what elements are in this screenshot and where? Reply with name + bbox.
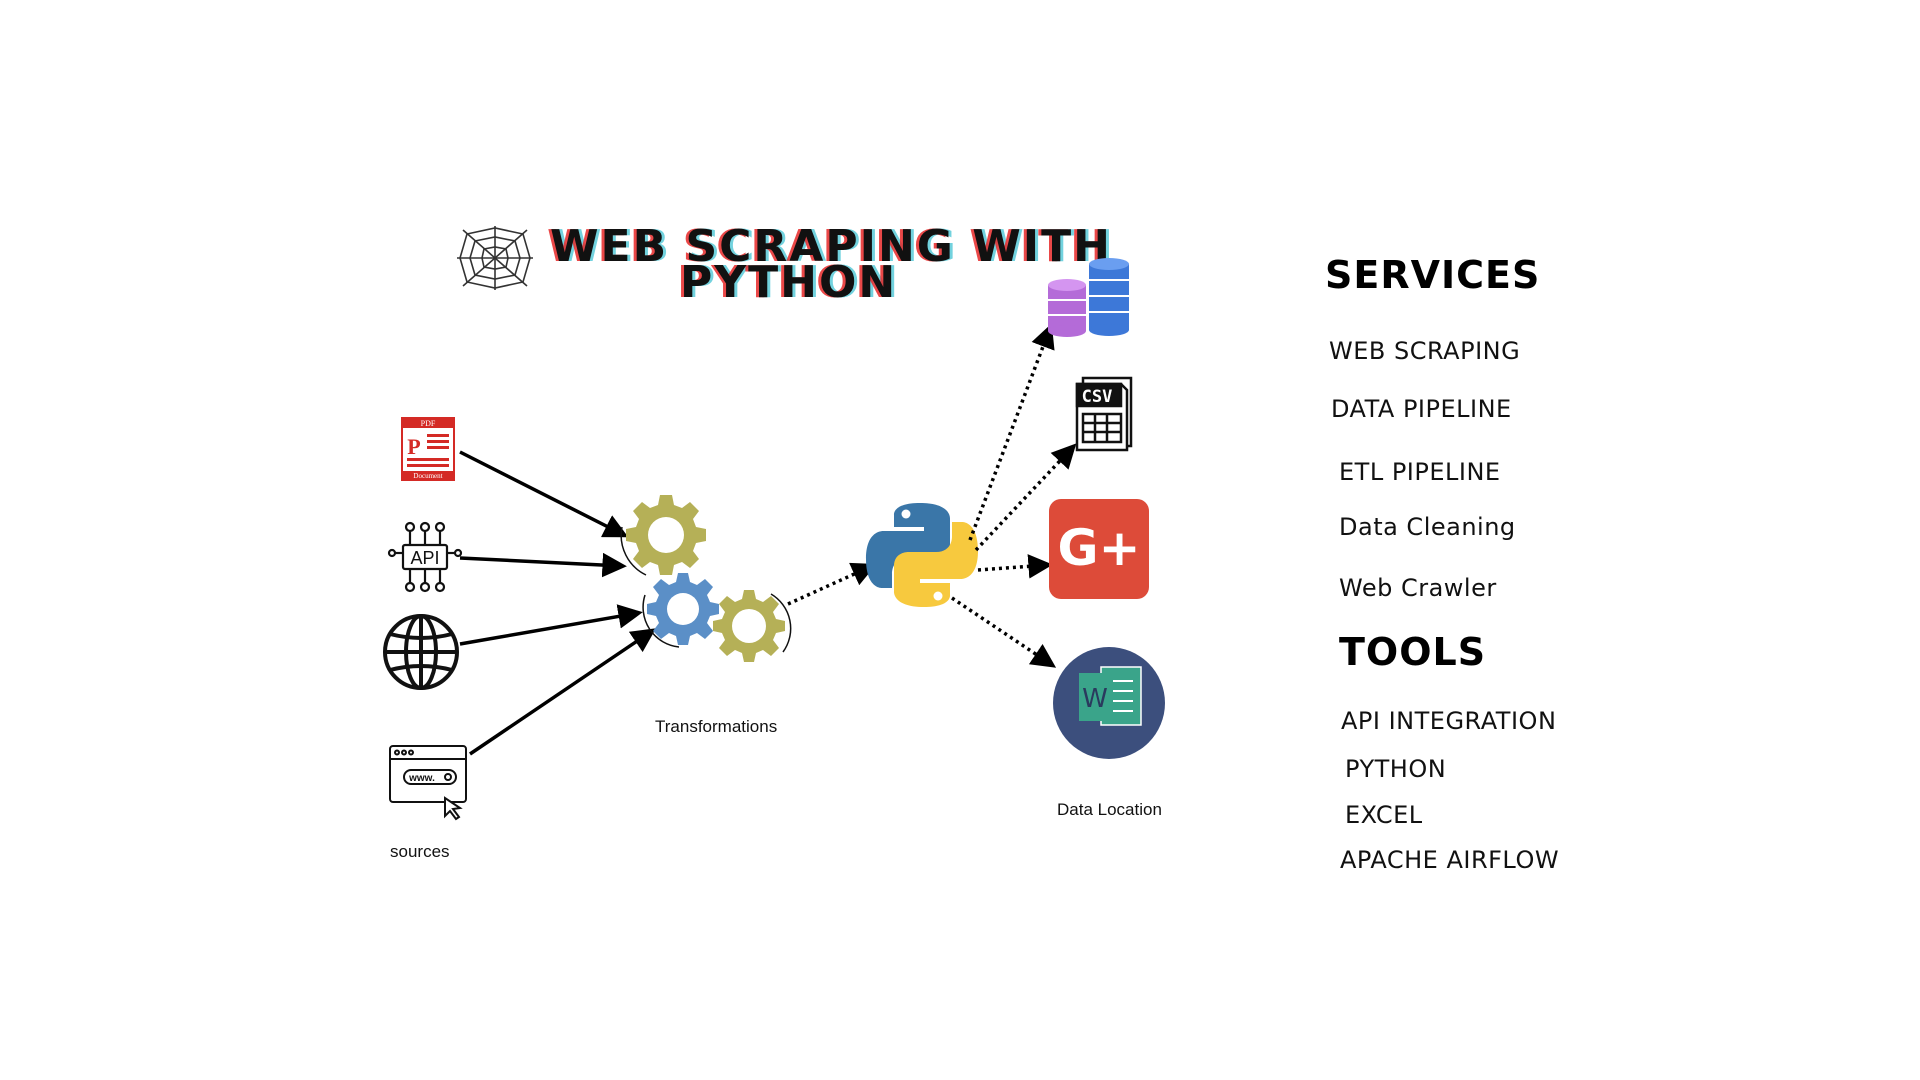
service-item-data-pipeline: DATA PIPELINE: [1331, 395, 1512, 423]
gear-icon-top: [620, 495, 706, 576]
service-item-etl-pipeline: ETL PIPELINE: [1339, 458, 1501, 486]
google-plus-text: G+: [1058, 519, 1141, 577]
pdf-icon: PDF P Document: [401, 417, 455, 481]
word-document-icon: W: [1053, 647, 1165, 759]
destination-arrows: [951, 323, 1077, 668]
pdf-letter: P: [407, 434, 420, 459]
services-heading: SERVICES: [1325, 253, 1541, 297]
title-line-2: PYTHON: [680, 257, 898, 308]
title-line-1: WEB SCRAPING WITH: [550, 221, 1112, 272]
globe-icon: [383, 614, 459, 690]
source-arrows: [459, 450, 657, 756]
service-item-web-scraping: WEB SCRAPING: [1329, 337, 1521, 365]
arrow-globe-to-gears: [459, 604, 643, 646]
gear-icon-right: [713, 590, 792, 662]
browser-url-text: www.: [408, 773, 435, 784]
arrow-python-to-database: [968, 323, 1055, 541]
csv-file-icon: CSV: [1075, 376, 1133, 452]
pdf-badge-text: PDF: [421, 419, 436, 428]
api-icon: API: [387, 521, 463, 593]
arrow-pdf-to-gears: [459, 450, 629, 538]
tool-item-python: PYTHON: [1345, 755, 1447, 783]
api-text: API: [410, 548, 439, 568]
service-item-data-cleaning: Data Cleaning: [1339, 513, 1516, 541]
python-logo-icon: [866, 503, 978, 607]
service-item-web-crawler: Web Crawler: [1339, 574, 1497, 602]
tool-item-excel: EXCEL: [1345, 801, 1423, 829]
word-letter: W: [1082, 684, 1108, 714]
csv-text: CSV: [1082, 387, 1113, 407]
gear-icon-blue: [642, 573, 719, 648]
tools-heading: TOOLS: [1339, 630, 1487, 674]
transformations-caption: Transformations: [655, 717, 778, 736]
spider-web-icon: [457, 226, 533, 290]
browser-www-icon: www.: [389, 745, 467, 821]
arrow-browser-to-gears: [469, 628, 657, 756]
database-icon: [1048, 258, 1129, 337]
arrow-api-to-gears: [459, 552, 627, 578]
data-location-caption: Data Location: [1057, 800, 1162, 819]
arrow-python-to-google: [977, 554, 1053, 579]
arrow-gears-to-python: [787, 562, 877, 606]
pdf-footer-text: Document: [413, 472, 442, 480]
tool-item-api-integration: API INTEGRATION: [1341, 707, 1557, 735]
sources-caption: sources: [390, 842, 450, 861]
google-plus-icon: G+: [1049, 499, 1149, 599]
tool-item-apache-airflow: APACHE AIRFLOW: [1340, 846, 1560, 874]
arrow-python-to-csv: [974, 443, 1077, 552]
arrow-python-to-word: [951, 596, 1057, 668]
